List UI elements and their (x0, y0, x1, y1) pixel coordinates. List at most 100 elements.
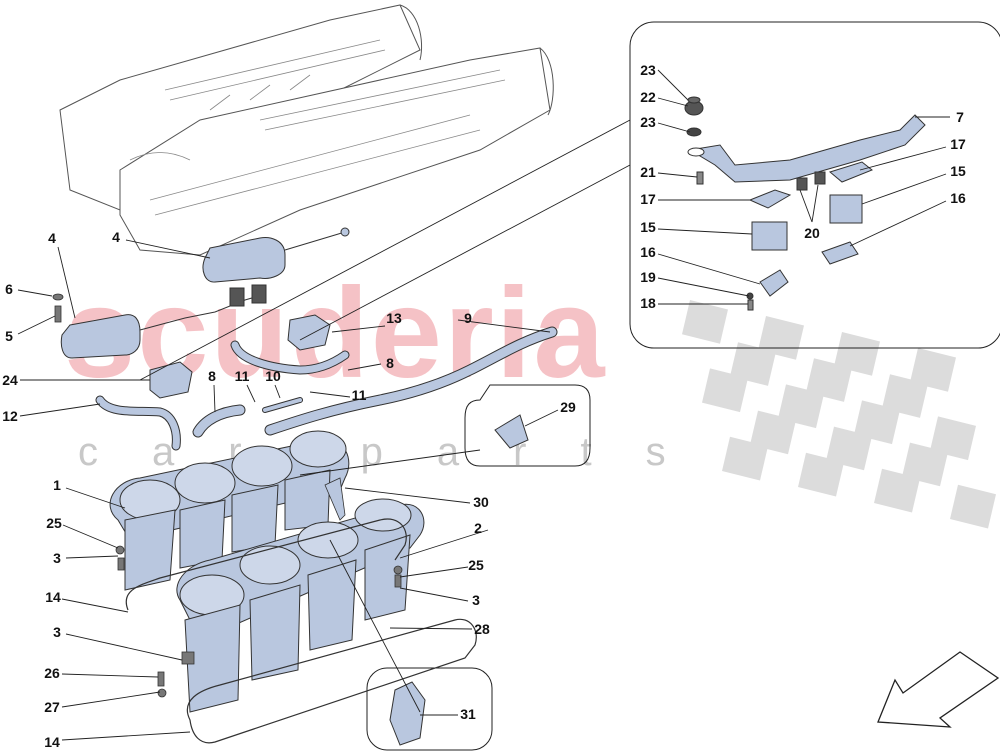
callout-3: 3 (53, 624, 61, 640)
actuator-parts (60, 227, 350, 399)
callout-23: 23 (640, 114, 656, 130)
checker-square (950, 484, 996, 529)
leader-line (329, 539, 421, 713)
callout-3: 3 (53, 550, 61, 566)
leader-line (65, 633, 183, 661)
checker-square (834, 332, 880, 376)
leader-line (125, 239, 211, 259)
callout-13: 13 (386, 310, 402, 326)
solenoid-13 (287, 314, 331, 351)
callout-29: 29 (560, 399, 576, 415)
leader-line (457, 319, 551, 333)
leader-line (17, 289, 53, 297)
callout-24: 24 (2, 372, 18, 388)
leader-line (347, 363, 382, 371)
gasket-14-upper (125, 518, 407, 611)
callout-10: 10 (265, 368, 281, 384)
callout-23: 23 (640, 62, 656, 78)
leader-line (344, 487, 471, 504)
checker-square (758, 316, 804, 360)
checker-square (930, 416, 976, 461)
clip-17-right (828, 161, 873, 183)
leader-line (861, 173, 947, 205)
callout-25: 25 (46, 515, 62, 531)
leader-line (389, 627, 473, 630)
solenoid-24 (149, 361, 193, 399)
leader-line (811, 184, 819, 223)
leader-line (524, 409, 559, 427)
leader-line (849, 200, 947, 247)
leader-line (61, 731, 191, 741)
checker-square (826, 426, 872, 471)
leader-line (309, 391, 351, 398)
checker-square (682, 300, 728, 344)
leader-line (61, 673, 159, 678)
callout-30: 30 (473, 494, 489, 510)
callout-3: 3 (472, 592, 480, 608)
clip-17-left (748, 189, 792, 209)
leader-line (657, 253, 761, 285)
leader-line (299, 449, 481, 476)
checker-square (750, 410, 796, 455)
callout-4: 4 (48, 230, 56, 246)
leader-line (65, 555, 119, 559)
callout-19: 19 (640, 269, 656, 285)
callout-17: 17 (640, 191, 656, 207)
checker-square (722, 436, 768, 481)
inset-sensor-31 (366, 667, 493, 751)
support-bracket (688, 114, 926, 183)
callout-27: 27 (44, 699, 60, 715)
callout-11: 11 (351, 387, 367, 403)
callout-2: 2 (474, 520, 482, 536)
callout-31: 31 (460, 706, 476, 722)
checker-square (902, 442, 948, 487)
clip-20-a (796, 177, 808, 191)
leader-line (399, 566, 469, 578)
actuator-left (60, 314, 141, 359)
callout-9: 9 (464, 310, 472, 326)
leader-line (859, 146, 947, 171)
leader-line (657, 69, 689, 101)
leader-line (274, 384, 281, 399)
bracket-16-right (821, 241, 859, 265)
callout-5: 5 (5, 328, 13, 344)
leader-line (139, 119, 631, 381)
screw-18 (747, 299, 754, 311)
checker-square (778, 384, 824, 429)
actuator-upper (202, 237, 286, 283)
callout-8: 8 (386, 355, 394, 371)
leader-line (57, 246, 76, 319)
bolt-21 (696, 171, 704, 185)
callout-21: 21 (640, 164, 656, 180)
inset-box-brackets (629, 21, 1000, 349)
leader-line (246, 384, 256, 403)
valve-15-right (829, 194, 863, 224)
checker-square (702, 368, 748, 413)
leader-line (399, 587, 469, 602)
inset-bracket-29 (464, 384, 591, 467)
callout-15: 15 (950, 163, 966, 179)
leader-line (657, 122, 691, 133)
leader-line (657, 228, 753, 235)
leader-line (65, 487, 126, 509)
leader-line (19, 403, 101, 417)
checker-square (882, 374, 928, 418)
leader-line (61, 691, 161, 708)
callout-4: 4 (112, 229, 120, 245)
callout-22: 22 (640, 89, 656, 105)
callout-1: 1 (53, 477, 61, 493)
callout-25: 25 (468, 557, 484, 573)
bracket-16-left (759, 269, 789, 297)
leader-line (331, 325, 386, 333)
callout-28: 28 (474, 621, 490, 637)
leader-line (657, 277, 750, 297)
leader-line (799, 189, 813, 223)
callout-8: 8 (208, 368, 216, 384)
callout-14: 14 (45, 589, 61, 605)
clip-20-b (814, 171, 826, 185)
callout-6: 6 (5, 281, 13, 297)
throttle-sensor (389, 681, 426, 746)
valve-15-left (751, 221, 788, 251)
front-direction-arrow-icon (877, 651, 1000, 728)
